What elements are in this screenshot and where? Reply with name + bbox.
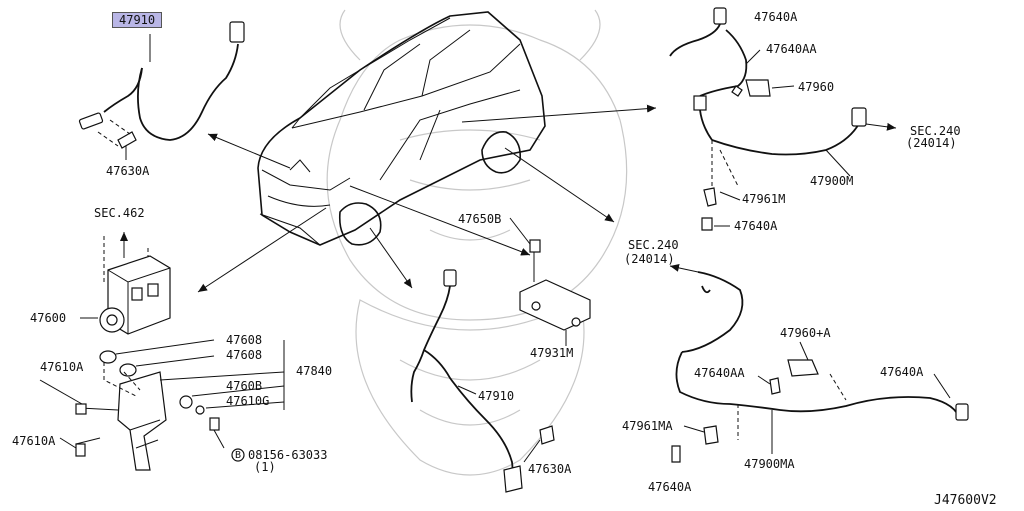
part-label-47640a[interactable]: 47640A [734,219,778,233]
bolt-symbol-circle [231,448,245,462]
section-label-sec240[interactable]: SEC.240 [910,124,961,138]
reference-arrows [197,104,657,293]
part-label-47960[interactable]: 47960 [798,80,835,94]
part-label-47610a[interactable]: 47610A [12,434,56,448]
bolt-symbol-letter: B [234,450,242,461]
part-label-47640a[interactable]: 47640A [754,10,798,24]
part-label-47840[interactable]: 47840 [296,364,333,378]
part-label-47931m[interactable]: 47931M [530,346,574,360]
watermark-emblem [326,9,628,476]
section-label-sec462[interactable]: SEC.462 [94,206,145,220]
sensor-47900m [669,7,897,231]
part-label-47600[interactable]: 47600 [30,311,67,325]
part-label-47910[interactable]: 47910 [478,389,515,403]
part-label-47630a[interactable]: 47630A [528,462,572,476]
part-label-47610g[interactable]: 47610G [226,394,270,408]
yaw-sensor [509,217,591,346]
part-label-47640a[interactable]: 47640A [880,365,924,379]
part-label-47910-highlighted[interactable]: 47910 [112,12,163,28]
part-label-47640aa[interactable]: 47640AA [766,42,817,56]
part-label-bolt-08156-63033[interactable]: 08156-63033 [248,448,328,462]
part-label-47961ma[interactable]: 47961MA [622,419,673,433]
sensor-47910-top [78,21,245,160]
part-label-47900m[interactable]: 47900M [810,174,854,188]
part-label-4760b[interactable]: 4760B [226,379,263,393]
part-label-47640aa[interactable]: 47640AA [694,366,745,380]
vehicle-outline [257,11,546,246]
sensor-47900ma [669,263,969,463]
part-label-47608[interactable]: 47608 [226,333,263,347]
part-label-47900ma[interactable]: 47900MA [744,457,795,471]
part-label-47640a[interactable]: 47640A [648,480,692,494]
part-label-47961m[interactable]: 47961M [742,192,786,206]
section-label-sec240[interactable]: SEC.240 [628,238,679,252]
part-label-47610a[interactable]: 47610A [40,360,84,374]
part-label-47608[interactable]: 47608 [226,348,263,362]
section-label-24014: (24014) [906,136,957,150]
bolt-quantity: (1) [254,460,276,474]
actuator-bracket [39,339,285,471]
part-label-47650b[interactable]: 47650B [458,212,502,226]
abs-actuator [80,232,171,335]
diagram-code: J47600V2 [934,493,997,508]
part-label-47960a[interactable]: 47960+A [780,326,831,340]
section-label-24014: (24014) [624,252,675,266]
part-label-47630a[interactable]: 47630A [106,164,150,178]
sensor-47910-mid [410,269,555,493]
